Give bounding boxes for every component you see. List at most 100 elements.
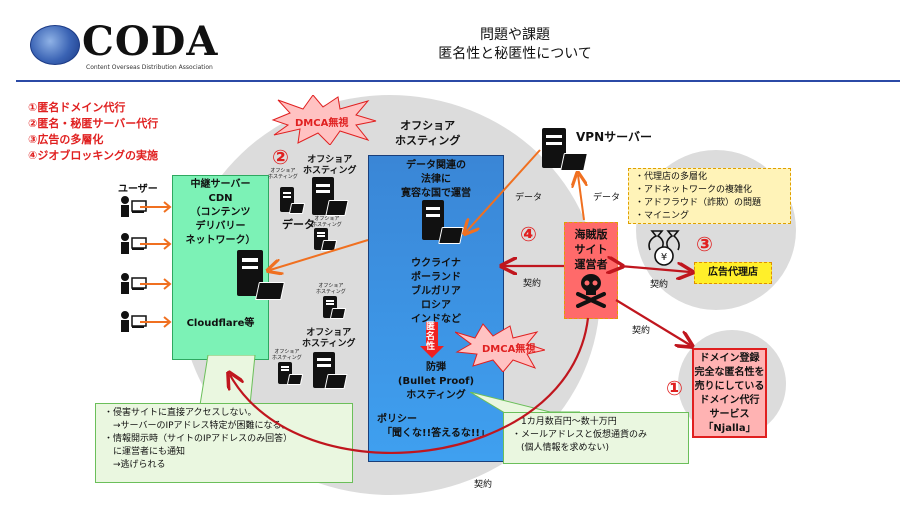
cdn-line-2: （コンテンツ (190, 207, 251, 218)
anonymity-down-arrow (420, 322, 444, 358)
cdn-note: ・侵害サイトに直接アクセスしない。 →サーバーのIPアドレス特定が困難になる。 … (95, 403, 353, 483)
issue-number-3: ③ (696, 232, 713, 256)
dmca-ignore-bottom-label: DMCA無視 (482, 344, 536, 355)
domain-line: ドメイン登録 (699, 353, 760, 364)
issue-item: ①匿名ドメイン代行 (28, 101, 126, 114)
data-arrow-operator-to-vpn (578, 175, 584, 221)
offshore-data-label: データ (282, 218, 315, 231)
cdn-footer: Cloudflare等 (186, 318, 255, 329)
cdn-note-line: に運営者にも通知 (104, 447, 186, 457)
dmca-burst-top (271, 95, 377, 145)
title-line-1: 問題や課題 (480, 27, 550, 43)
offshore-label-tiny: オフショア ホスティング (312, 216, 342, 228)
hosting-note-line: (個人情報を求めない) (512, 443, 610, 453)
bulletproof-name-2: (Bullet Proof) (397, 376, 475, 387)
issue-number-4: ④ (520, 222, 537, 246)
cdn-line-3: デリバリー (195, 221, 246, 232)
intro-line-3: 寛容な国で運営 (401, 188, 471, 199)
country-item: ウクライナ (411, 258, 461, 269)
contract-label-bottom: 契約 (474, 480, 493, 490)
pirate-site-operator-box: 海賊版 サイト 運営者 (564, 222, 618, 319)
country-item: ロシア (421, 300, 451, 311)
cdn-note-line: →サーバーのIPアドレス特定が困難になる。 (104, 421, 291, 431)
country-item: インドなど (411, 314, 461, 325)
data-arrows (270, 149, 584, 270)
vpn-data-label-left: データ (515, 193, 543, 203)
cdn-line-1: CDN (208, 193, 233, 204)
cdn-line-4: ネットワーク） (185, 235, 256, 246)
contract-label-domain: 契約 (632, 326, 651, 336)
intro-line-2: 法律に (421, 174, 451, 185)
ad-note-item: ・代理店の多層化 (635, 172, 708, 182)
user-arrow (140, 238, 172, 250)
vpn-server-label: VPNサーバー (576, 130, 653, 144)
domain-line: ドメイン代行 (699, 395, 760, 406)
issue-item: ②匿名・秘匿サーバー代行 (28, 117, 159, 130)
domain-line: 「Njalla」 (703, 423, 756, 434)
coda-logo: CODA (82, 18, 219, 65)
offshore-hosting-heading: オフショア ホスティング (395, 119, 461, 147)
issue-number-2: ② (272, 145, 289, 169)
domain-line: 売りにしている (694, 381, 765, 392)
title-divider (16, 80, 900, 82)
hosting-note-line: ・メールアドレスと仮想通貨のみ (512, 430, 648, 440)
vpn-data-label-right: データ (593, 193, 621, 203)
bulletproof-name-3: ホスティング (406, 390, 466, 401)
issue-item: ③広告の多層化 (28, 133, 104, 146)
users-label: ユーザー (118, 184, 158, 195)
pirate-line-3: 運営者 (574, 258, 608, 271)
coda-globe-logo-icon (30, 25, 80, 65)
contract-arrow-to-ad-agency (620, 266, 690, 272)
issue-item: ④ジオブロッキングの実施 (28, 149, 158, 162)
offshore-label-large: オフショア ホスティング (302, 328, 356, 349)
page-title: 問題や課題 匿名性と秘匿性について (400, 26, 630, 64)
coda-logo-subtitle: Content Overseas Distribution Associatio… (86, 64, 213, 71)
hosting-cost-note: ・1カ月数百円～数十万円 ・メールアドレスと仮想通貨のみ (個人情報を求めない) (503, 412, 689, 464)
offshore-label-tiny: オフショア ホスティング (272, 349, 302, 361)
skull-crossbones-icon (576, 274, 606, 308)
domain-registration-box: ドメイン登録 完全な匿名性を 売りにしている ドメイン代行 サービス 「Njal… (692, 348, 767, 438)
issue-number-1: ① (666, 376, 683, 400)
dmca-burst-bottom (455, 323, 545, 372)
country-item: ポーランド (411, 272, 461, 283)
cdn-title: 中継サーバー (190, 179, 251, 190)
dmca-ignore-top-label: DMCA無視 (295, 118, 349, 129)
ad-note-item: ・アドフラウド（詐欺）の問題 (635, 198, 762, 208)
cdn-note-line: ・情報開示時（サイトのIPアドレスのみ回答） (104, 434, 293, 444)
intro-line-1: データ関連の (406, 160, 466, 171)
pirate-line-1: 海賊版 (574, 228, 608, 241)
contract-arrow-to-domain (615, 299, 690, 345)
issues-list: ①匿名ドメイン代行 ②匿名・秘匿サーバー代行 ③広告の多層化 ④ジオブロッキング… (28, 100, 158, 164)
cdn-note-line: →逃げられる (104, 460, 166, 470)
offshore-label-tiny: オフショア ホスティング (316, 283, 346, 295)
user-icon (121, 196, 147, 217)
title-line-2: 匿名性と秘匿性について (438, 46, 592, 62)
contract-arrows (230, 266, 690, 455)
data-arrow-vpn-to-bulletproof (466, 149, 541, 232)
domain-line: 完全な匿名性を (694, 367, 765, 378)
bulletproof-server-icon (422, 200, 444, 240)
ad-note-item: ・マイニング (635, 211, 690, 221)
users-group (121, 196, 172, 332)
pirate-line-2: サイト (574, 243, 608, 256)
ad-issues-note: ・代理店の多層化 ・アドネットワークの複雑化 ・アドフラウド（詐欺）の問題 ・マ… (628, 168, 791, 224)
user-arrow (140, 278, 172, 290)
policy-label: ポリシー (377, 414, 417, 425)
contract-label-ad: 契約 (650, 280, 669, 290)
ad-note-item: ・アドネットワークの複雑化 (635, 185, 753, 195)
offshore-label-large: オフショア ホスティング (303, 155, 357, 176)
anonymity-label: 匿名性 (426, 322, 436, 352)
data-arrow-to-cdn (270, 239, 369, 270)
user-arrow (140, 201, 172, 213)
policy-text: 「聞くな!!答えるな!!」 (382, 428, 490, 439)
cdn-note-line: ・侵害サイトに直接アクセスしない。 (104, 408, 257, 418)
user-arrow (140, 316, 172, 328)
bulletproof-name-1: 防弾 (426, 362, 446, 373)
bulletproof-hosting-box: データ関連の 法律に 寛容な国で運営 ウクライナ ポーランド ブルガリア ロシア… (368, 155, 504, 462)
contract-label-bulletproof: 契約 (523, 279, 542, 289)
country-item: ブルガリア (411, 286, 461, 297)
domain-line: サービス (709, 409, 750, 420)
contract-arrow-to-cdn (230, 317, 590, 455)
offshore-label-tiny: オフショア ホスティング (268, 168, 298, 180)
